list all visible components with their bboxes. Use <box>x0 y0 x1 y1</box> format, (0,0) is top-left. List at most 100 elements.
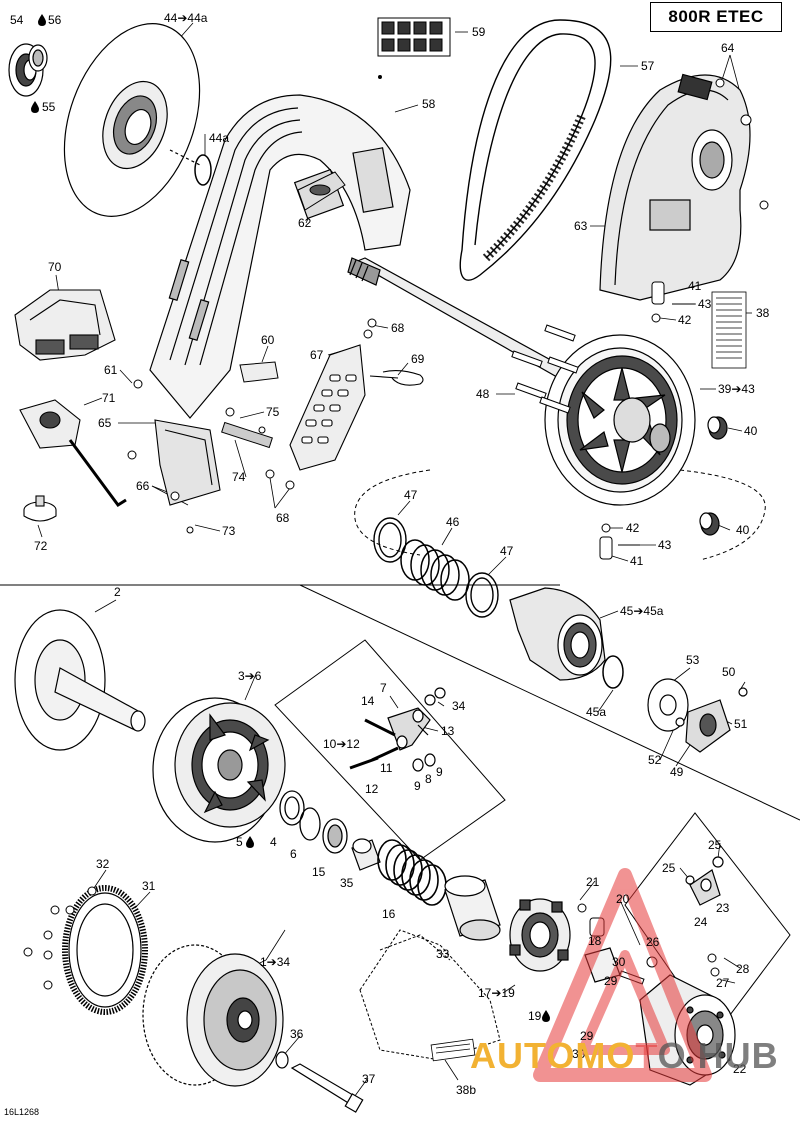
callout-5: 5 <box>236 835 243 849</box>
callout-67: 67 <box>310 348 324 362</box>
callout-33: 33 <box>436 947 450 961</box>
callout-45-45a: 45➔45a <box>620 604 664 618</box>
callout-42-lower: 42 <box>626 521 640 535</box>
callout-70: 70 <box>48 260 62 274</box>
warning-label-59 <box>377 17 451 57</box>
callout-42-upper: 42 <box>678 313 692 327</box>
fasteners-64 <box>715 78 769 210</box>
callout-73: 73 <box>222 524 236 538</box>
callout-13: 13 <box>441 724 455 738</box>
callout-58: 58 <box>422 97 436 111</box>
washers-47 <box>373 517 499 618</box>
bolts-48 <box>511 324 579 414</box>
roller-lever-23-25 <box>685 856 724 906</box>
callout-6: 6 <box>290 847 297 861</box>
duct-65 <box>154 419 221 506</box>
bracket-71 <box>19 399 127 508</box>
drawing-number: 16L1268 <box>4 1107 40 1117</box>
callout-59: 59 <box>472 25 486 39</box>
oil-drop-icons <box>31 14 550 1022</box>
callout-50: 50 <box>722 665 736 679</box>
callout-29-upper: 29 <box>604 974 618 988</box>
callout-66: 66 <box>136 479 150 493</box>
section-frames <box>0 469 800 1036</box>
callout-56: 56 <box>48 13 62 27</box>
callout-41-upper: 41 <box>688 279 702 293</box>
hardware-41-43-lower <box>599 523 640 560</box>
callout-61: 61 <box>104 363 118 377</box>
reference-dot <box>378 75 382 79</box>
callout-71: 71 <box>102 391 116 405</box>
washers-4-15-ring-6 <box>279 790 348 854</box>
bearing-seal-part <box>8 43 48 97</box>
model-name: 800R ETEC <box>668 7 764 26</box>
callout-31: 31 <box>142 879 156 893</box>
callout-54: 54 <box>10 13 24 27</box>
callout-30-lower: 30 <box>572 1047 586 1061</box>
callout-45a: 45a <box>586 705 606 719</box>
bolts-32 <box>23 886 97 990</box>
hardware-41-43-upper <box>651 281 695 323</box>
callout-40-lower: 40 <box>736 523 750 537</box>
callout-72: 72 <box>34 539 48 553</box>
perforated-plate-67 <box>289 344 366 471</box>
bracket-38b <box>359 929 501 1061</box>
callout-47-lower: 47 <box>500 544 514 558</box>
strip-74 <box>221 421 273 449</box>
ring-45a <box>602 655 624 689</box>
callout-26: 26 <box>646 935 660 949</box>
callout-24: 24 <box>694 915 708 929</box>
oil-drop-icon <box>31 101 39 113</box>
callout-51: 51 <box>734 717 748 731</box>
callout-12: 12 <box>365 782 379 796</box>
callout-69: 69 <box>411 352 425 366</box>
callout-43-upper: 43 <box>698 297 712 311</box>
retaining-ring-44a <box>194 154 212 186</box>
pin-clip-69 <box>369 369 424 386</box>
callout-36: 36 <box>290 1027 304 1041</box>
callout-41-lower: 41 <box>630 554 644 568</box>
bracket-49-52 <box>675 687 748 753</box>
bushings-40 <box>699 416 728 536</box>
fixed-sheave-disc <box>63 23 201 217</box>
callout-labels: 54 56 55 44➔44a 44a 59 57 64 58 63 62 70… <box>10 11 770 1097</box>
drive-pulley-1-34 <box>142 944 284 1087</box>
callout-38: 38 <box>756 306 770 320</box>
sheave-2 <box>14 609 146 751</box>
callout-30-upper: 30 <box>612 955 626 969</box>
callout-48: 48 <box>476 387 490 401</box>
spring-46 <box>400 539 470 601</box>
watermark-part-1: AUTOMO <box>470 1035 636 1076</box>
callout-32: 32 <box>96 857 110 871</box>
callout-57: 57 <box>641 59 655 73</box>
callout-1-34: 1➔34 <box>260 955 290 969</box>
watermark-part-3: O HUB <box>657 1035 779 1076</box>
callout-39-43: 39➔43 <box>718 382 755 396</box>
screws-68-66-73 <box>127 318 377 534</box>
bracket-70 <box>14 289 116 361</box>
belt-guard-bracket <box>149 94 411 419</box>
bolt-36-37 <box>275 1051 364 1113</box>
model-badge: 800R ETEC <box>650 2 782 32</box>
callout-19: 19 <box>528 1009 542 1023</box>
callout-4: 4 <box>270 835 277 849</box>
callout-44-44a: 44➔44a <box>164 11 208 25</box>
callout-68-lower: 68 <box>276 511 290 525</box>
sleeve-33 <box>444 875 501 941</box>
callout-44a: 44a <box>209 131 229 145</box>
callout-34-box: 34 <box>452 699 466 713</box>
drive-belt <box>459 19 612 281</box>
callout-3-6: 3➔6 <box>238 669 262 683</box>
callout-38b: 38b <box>456 1083 476 1097</box>
label-38b <box>430 1038 476 1062</box>
callout-25-right: 25 <box>708 838 722 852</box>
callout-16: 16 <box>382 907 396 921</box>
callout-47-upper: 47 <box>404 488 418 502</box>
callout-8: 8 <box>425 772 432 786</box>
callout-68-upper: 68 <box>391 321 405 335</box>
callout-9-left: 9 <box>414 779 421 793</box>
callout-10-12: 10➔12 <box>323 737 360 751</box>
spring-16 <box>377 839 447 906</box>
callout-14: 14 <box>361 694 375 708</box>
callout-11: 11 <box>380 761 393 775</box>
